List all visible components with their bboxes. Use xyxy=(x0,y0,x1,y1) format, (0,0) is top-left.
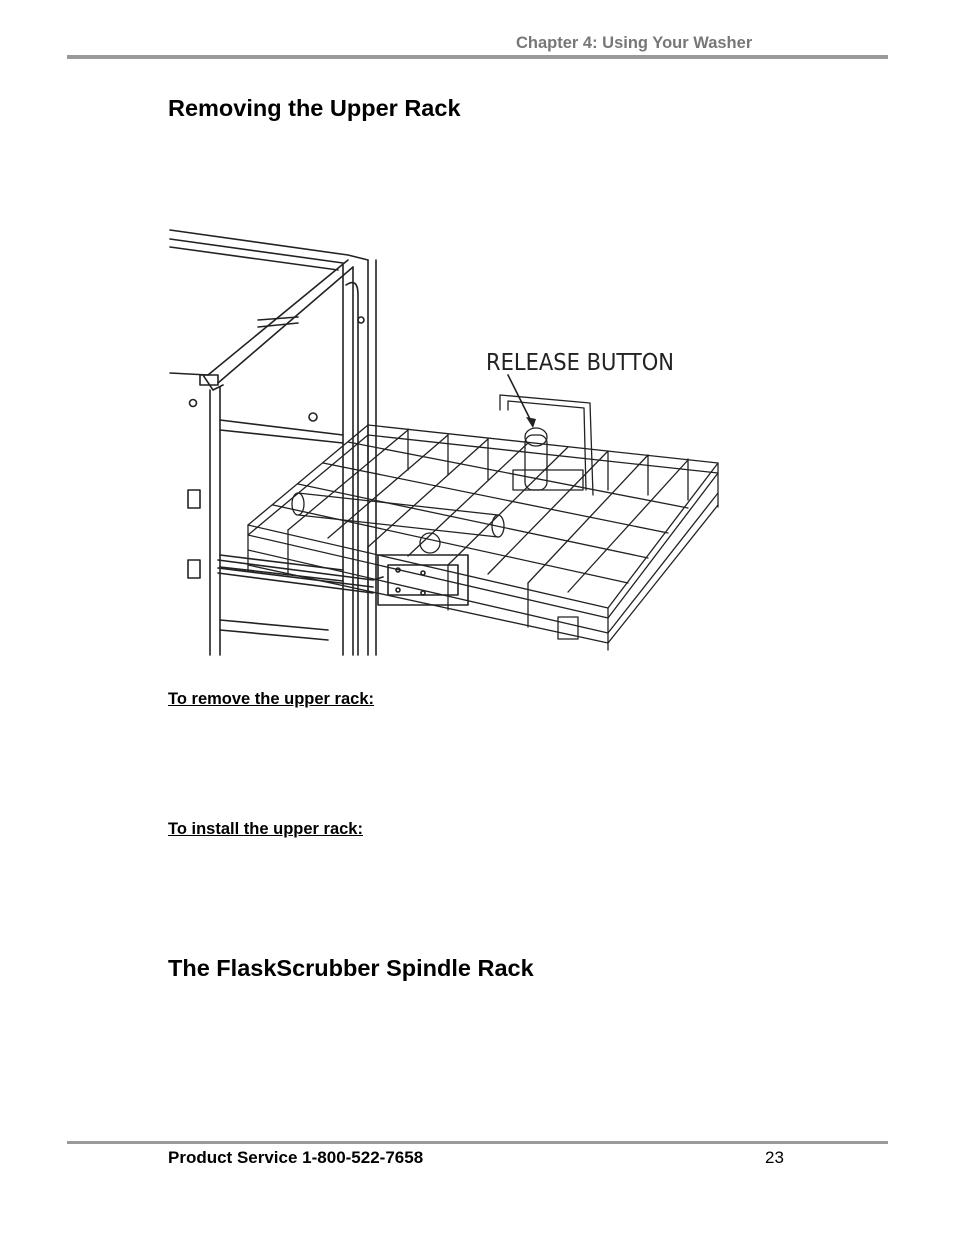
callout-arrowhead xyxy=(526,417,536,428)
section-title-removing-upper-rack: Removing the Upper Rack xyxy=(168,95,461,121)
chapter-header: Chapter 4: Using Your Washer xyxy=(516,34,753,52)
release-button-callout: RELEASE BUTTON xyxy=(486,350,674,376)
upper-rack-figure: RELEASE BUTTON xyxy=(169,229,719,656)
remove-upper-rack-subheading: To remove the upper rack: xyxy=(168,690,375,708)
install-upper-rack-subheading: To install the upper rack: xyxy=(168,820,363,838)
header-rule xyxy=(67,55,888,59)
wire-rack xyxy=(247,394,719,651)
page-number: 23 xyxy=(765,1148,784,1167)
section-title-flaskscrubber-spindle-rack: The FlaskScrubber Spindle Rack xyxy=(168,955,534,981)
footer-rule xyxy=(67,1141,888,1144)
callout-leader-line xyxy=(507,374,534,426)
washer-frame xyxy=(169,229,377,656)
product-service-phone: Product Service 1-800-522-7658 xyxy=(168,1148,424,1167)
